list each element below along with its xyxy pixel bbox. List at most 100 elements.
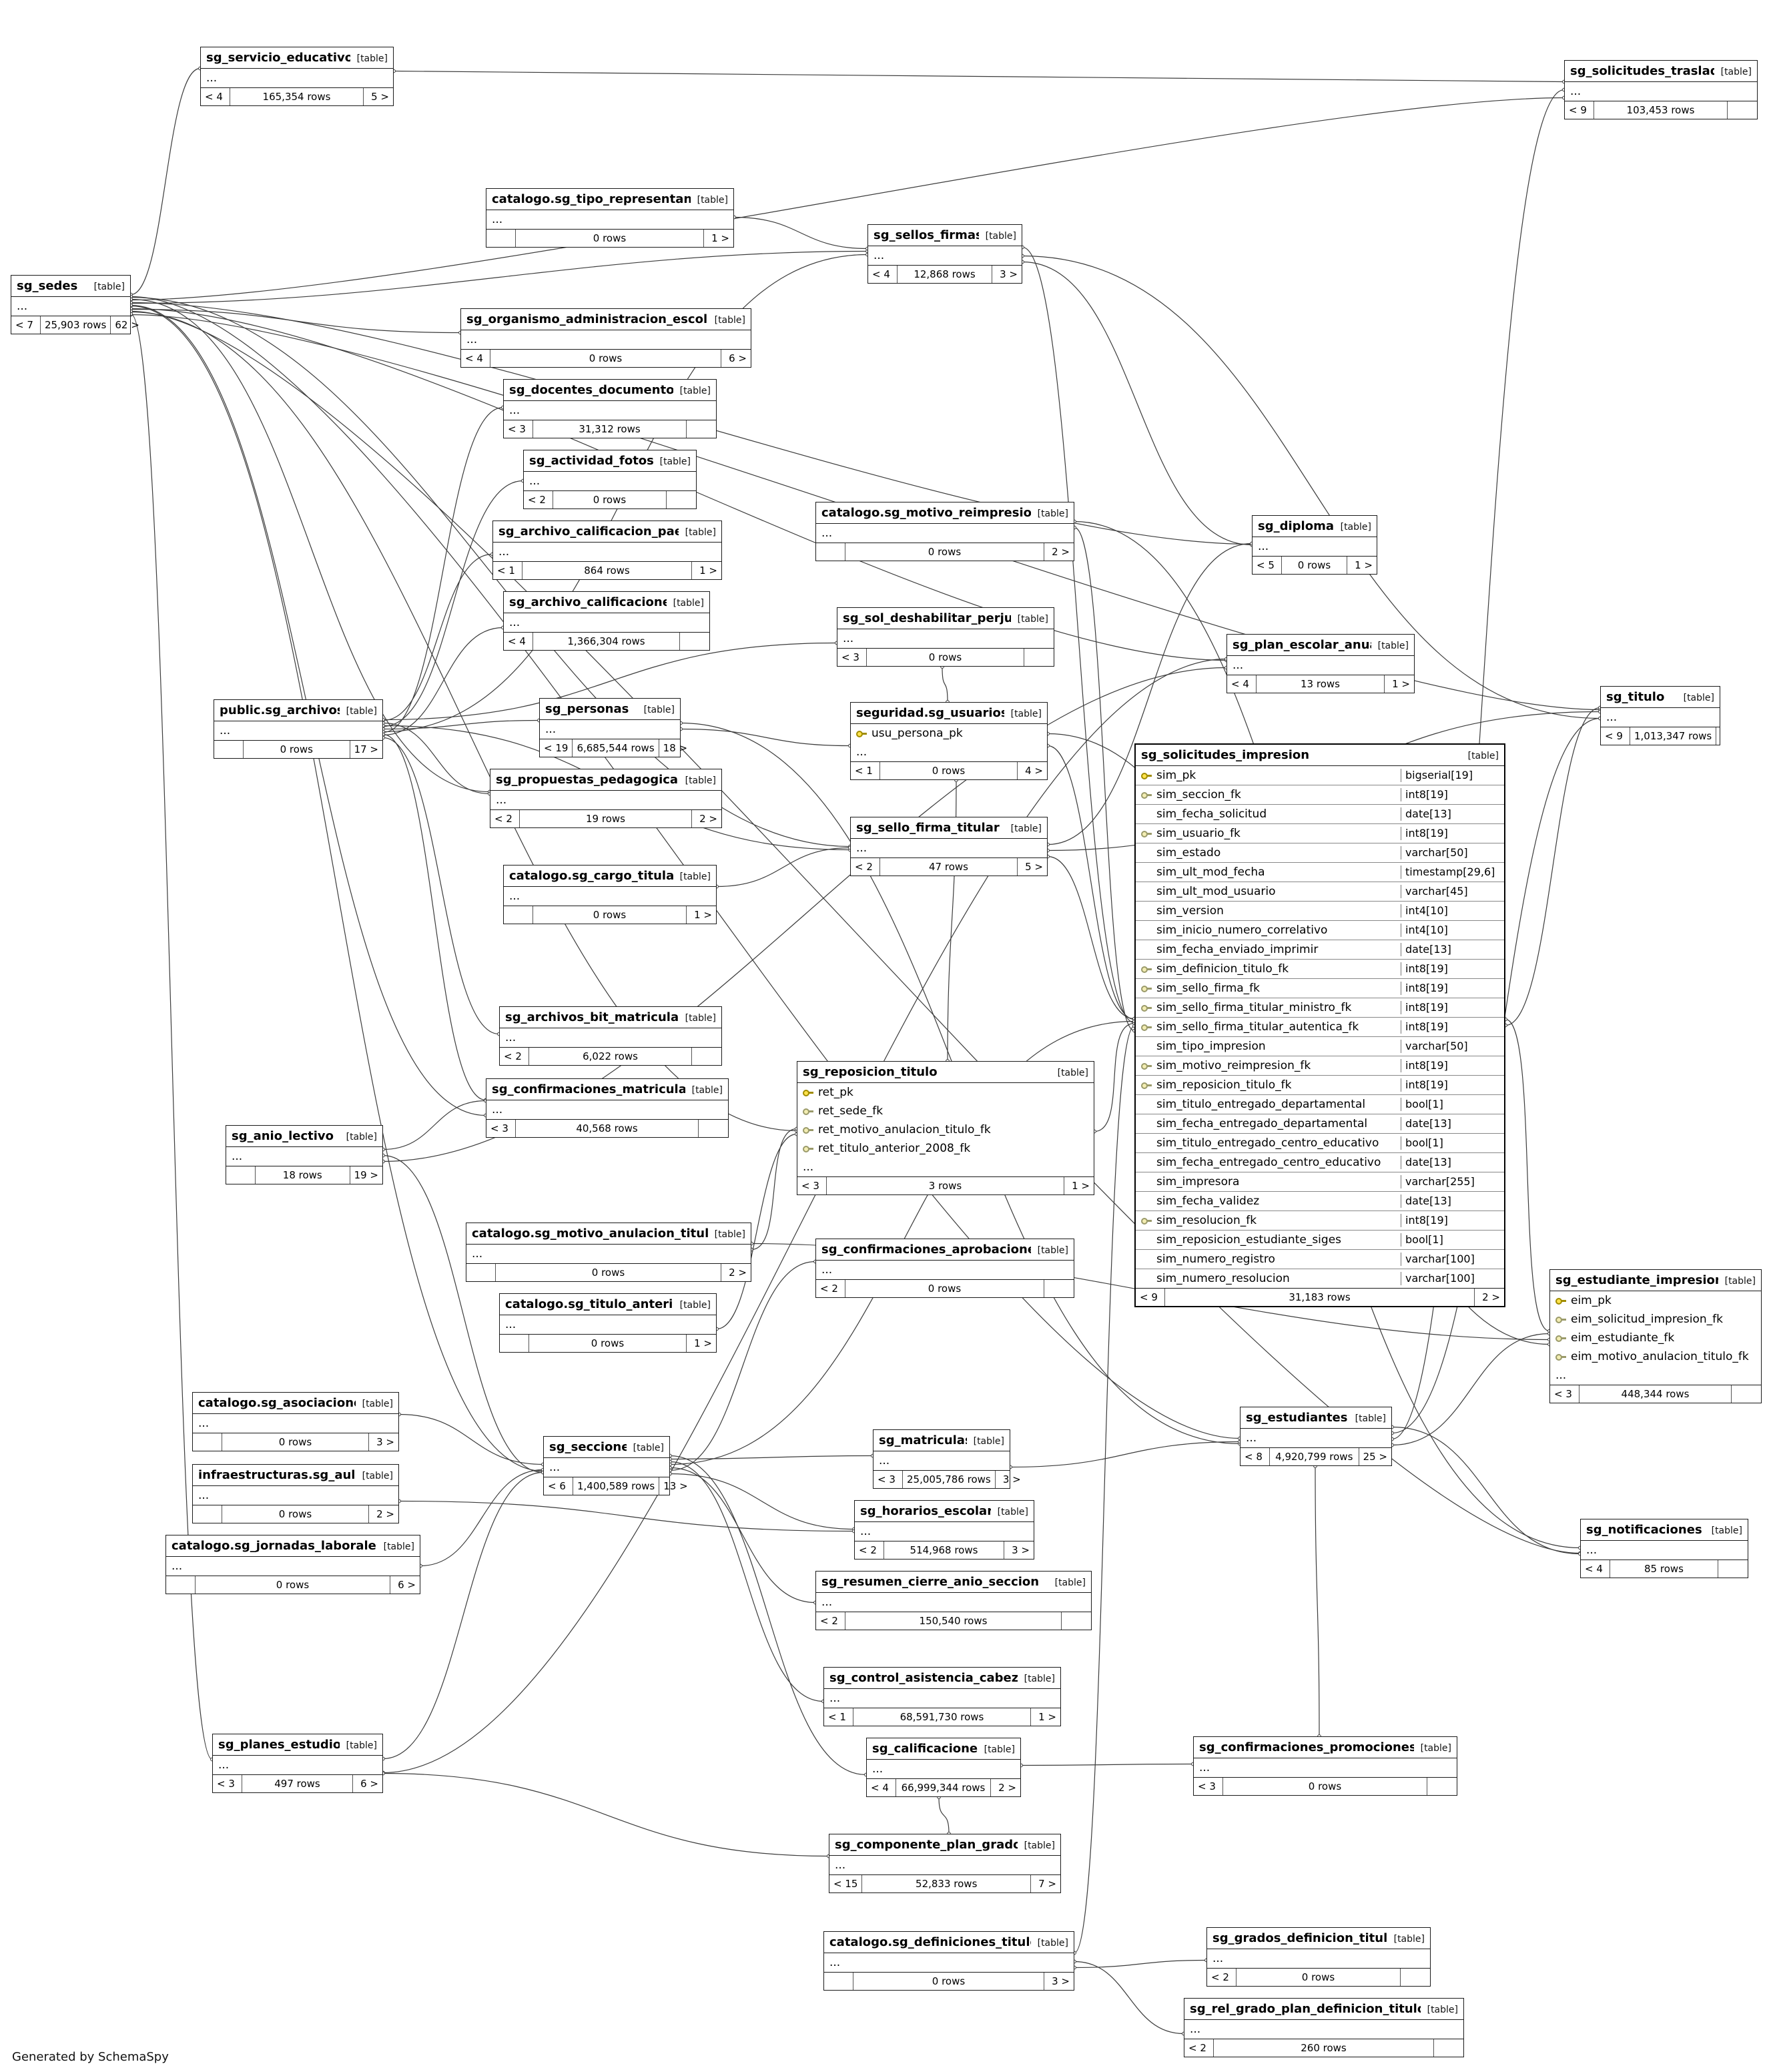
column-name: ... (879, 1453, 890, 1467)
table-header[interactable]: sg_confirmaciones_promociones [table] (1194, 1737, 1457, 1758)
table-calificaciones[interactable]: sg_calificaciones [table] ... < 4 66,999… (866, 1738, 1021, 1797)
table-archivo_calif_paes[interactable]: sg_archivo_calificacion_paes [table] ...… (492, 521, 722, 580)
table-planes_estudio[interactable]: sg_planes_estudio [table] ... < 3 497 ro… (212, 1734, 383, 1793)
table-rel_grado_plan[interactable]: sg_rel_grado_plan_definicion_titulo [tab… (1184, 1998, 1464, 2057)
table-servicio_educativo[interactable]: sg_servicio_educativo [table] ... < 4 16… (200, 47, 394, 106)
footer-parents-count: 1 > (694, 909, 712, 921)
table-header[interactable]: infraestructuras.sg_aulas [table] (193, 1465, 398, 1486)
table-personas[interactable]: sg_personas [table] ... < 19 6,685,544 r… (539, 698, 687, 757)
table-header[interactable]: sg_sello_firma_titular [table] (851, 817, 1047, 839)
table-tipo_representante[interactable]: catalogo.sg_tipo_representante [table] .… (486, 188, 734, 248)
table-header[interactable]: sg_reposicion_titulo [table] (797, 1062, 1094, 1083)
table-header[interactable]: sg_actividad_fotos [table] (524, 450, 696, 472)
table-archivo_calificaciones[interactable]: sg_archivo_calificaciones [table] ... < … (503, 591, 710, 651)
table-header[interactable]: sg_sedes [table] (11, 276, 130, 297)
table-asociaciones[interactable]: catalogo.sg_asociaciones [table] ... 0 r… (192, 1392, 399, 1451)
table-cargo_titular[interactable]: catalogo.sg_cargo_titular [table] ... 0 … (503, 865, 717, 924)
table-header[interactable]: public.sg_archivos [table] (214, 700, 382, 721)
table-titulo[interactable]: sg_titulo [table] ... < 9 1,013,347 rows (1600, 686, 1720, 745)
table-name: sg_personas (545, 702, 629, 716)
table-header[interactable]: sg_confirmaciones_aprobaciones [table] (816, 1239, 1074, 1261)
table-header[interactable]: sg_resumen_cierre_anio_seccion [table] (816, 1572, 1091, 1593)
table-resumen_cierre[interactable]: sg_resumen_cierre_anio_seccion [table] .… (815, 1571, 1092, 1630)
table-sellos_firmas[interactable]: sg_sellos_firmas [table] ... < 4 12,868 … (867, 224, 1022, 284)
table-sello_firma_titular[interactable]: sg_sello_firma_titular [table] ... < 2 4… (850, 817, 1048, 876)
table-header[interactable]: sg_diplomas [table] (1253, 516, 1377, 537)
table-control_asistencia[interactable]: sg_control_asistencia_cabezal [table] ..… (823, 1667, 1061, 1726)
table-titulo_anterior[interactable]: catalogo.sg_titulo_anterior [table] ... … (499, 1293, 717, 1353)
table-header[interactable]: sg_organismo_administracion_escolar [tab… (461, 309, 751, 330)
table-header[interactable]: catalogo.sg_motivo_anulacion_titulo [tab… (466, 1223, 751, 1245)
table-header[interactable]: sg_titulo [table] (1601, 687, 1720, 708)
table-header[interactable]: sg_grados_definicion_titulo [table] (1207, 1928, 1430, 1949)
table-actividad_fotos[interactable]: sg_actividad_fotos [table] ... < 2 0 row… (523, 450, 697, 509)
table-header[interactable]: sg_estudiantes [table] (1241, 1407, 1391, 1429)
table-confirm_promociones[interactable]: sg_confirmaciones_promociones [table] ..… (1193, 1736, 1457, 1796)
table-diplomas[interactable]: sg_diplomas [table] ... < 5 0 rows 1 > (1252, 515, 1377, 575)
table-grados_def[interactable]: sg_grados_definicion_titulo [table] ... … (1206, 1927, 1431, 1987)
table-header[interactable]: catalogo.sg_motivo_reimpresion [table] (816, 502, 1074, 524)
table-header[interactable]: catalogo.sg_asociaciones [table] (193, 1393, 398, 1414)
table-header[interactable]: sg_calificaciones [table] (867, 1738, 1020, 1760)
table-header[interactable]: sg_docentes_documentos [table] (504, 380, 716, 401)
table-header[interactable]: catalogo.sg_titulo_anterior [table] (500, 1294, 716, 1315)
table-plan_escolar_anual[interactable]: sg_plan_escolar_anual [table] ... < 4 13… (1226, 634, 1415, 693)
table-solicitudes_traslado[interactable]: sg_solicitudes_traslado [table] ... < 9 … (1564, 60, 1758, 119)
table-header[interactable]: sg_archivo_calificaciones [table] (504, 592, 709, 613)
table-sol_deshabilitar[interactable]: sg_sol_deshabilitar_perjur [table] ... <… (837, 607, 1054, 667)
table-header[interactable]: sg_matriculas [table] (873, 1430, 1010, 1451)
table-header[interactable]: sg_sellos_firmas [table] (868, 225, 1022, 246)
table-header[interactable]: sg_personas [table] (540, 699, 680, 720)
table-name: sg_notificaciones (1586, 1523, 1702, 1537)
table-matriculas[interactable]: sg_matriculas [table] ... < 3 25,005,786… (873, 1429, 1021, 1489)
table-header[interactable]: catalogo.sg_tipo_representante [table] (486, 189, 733, 210)
table-header[interactable]: catalogo.sg_definiciones_titulo [table] (824, 1932, 1074, 1953)
table-aulas[interactable]: infraestructuras.sg_aulas [table] ... 0 … (192, 1464, 399, 1523)
table-header[interactable]: sg_componente_plan_grado [table] (829, 1834, 1060, 1856)
table-motivo_reimpresion[interactable]: catalogo.sg_motivo_reimpresion [table] .… (815, 502, 1074, 561)
table-header[interactable]: sg_archivos_bit_matriculas [table] (500, 1007, 721, 1028)
table-secciones[interactable]: sg_secciones [table] ... < 6 1,400,589 r… (543, 1436, 688, 1495)
table-confirm_matriculas[interactable]: sg_confirmaciones_matriculas [table] ...… (486, 1078, 729, 1138)
table-header[interactable]: sg_solicitudes_traslado [table] (1565, 61, 1757, 82)
table-header[interactable]: sg_solicitudes_impresion [table] (1136, 745, 1504, 766)
table-header[interactable]: sg_plan_escolar_anual [table] (1227, 635, 1414, 656)
table-header[interactable]: sg_planes_estudio [table] (213, 1734, 382, 1756)
table-definiciones_titulo[interactable]: catalogo.sg_definiciones_titulo [table] … (823, 1931, 1074, 1991)
table-archivos_bit[interactable]: sg_archivos_bit_matriculas [table] ... <… (499, 1006, 722, 1066)
table-archivos[interactable]: public.sg_archivos [table] ... 0 rows 17… (214, 699, 383, 759)
table-header[interactable]: catalogo.sg_jornadas_laborales [table] (166, 1535, 420, 1557)
table-header[interactable]: sg_sol_deshabilitar_perjur [table] (837, 608, 1054, 629)
table-header[interactable]: sg_notificaciones [table] (1581, 1519, 1748, 1541)
table-header[interactable]: seguridad.sg_usuarios [table] (851, 703, 1047, 724)
table-header[interactable]: sg_confirmaciones_matriculas [table] (486, 1079, 728, 1100)
table-sedes[interactable]: sg_sedes [table] ... < 7 25,903 rows 62 … (11, 275, 139, 334)
table-header[interactable]: sg_secciones [table] (544, 1437, 669, 1458)
table-header[interactable]: sg_propuestas_pedagogicas [table] (490, 769, 721, 791)
table-organismo[interactable]: sg_organismo_administracion_escolar [tab… (460, 308, 751, 368)
table-confirm_aprobaciones[interactable]: sg_confirmaciones_aprobaciones [table] .… (815, 1239, 1074, 1298)
table-anio_lectivo[interactable]: sg_anio_lectivo [table] ... 18 rows 19 > (226, 1125, 383, 1184)
table-jornadas[interactable]: catalogo.sg_jornadas_laborales [table] .… (165, 1535, 420, 1594)
table-componente_plan[interactable]: sg_componente_plan_grado [table] ... < 1… (829, 1834, 1061, 1893)
table-usuarios[interactable]: seguridad.sg_usuarios [table] usu_person… (850, 702, 1048, 780)
table-header[interactable]: sg_rel_grado_plan_definicion_titulo [tab… (1184, 1999, 1463, 2020)
table-header[interactable]: catalogo.sg_cargo_titular [table] (504, 866, 716, 887)
table-horarios[interactable]: sg_horarios_escolares [table] ... < 2 51… (854, 1500, 1034, 1560)
table-motivo_anulacion[interactable]: catalogo.sg_motivo_anulacion_titulo [tab… (466, 1223, 751, 1282)
table-header[interactable]: sg_archivo_calificacion_paes [table] (493, 521, 721, 543)
table-tag: [table] (346, 706, 377, 717)
table-footer: < 15 52,833 rows 7 > (829, 1874, 1060, 1892)
table-header[interactable]: sg_estudiante_impresion [table] (1550, 1270, 1761, 1291)
table-estudiantes[interactable]: sg_estudiantes [table] ... < 8 4,920,799… (1240, 1407, 1392, 1466)
table-header[interactable]: sg_horarios_escolares [table] (855, 1501, 1034, 1522)
table-notificaciones[interactable]: sg_notificaciones [table] ... < 4 85 row… (1580, 1519, 1748, 1578)
table-header[interactable]: sg_anio_lectivo [table] (226, 1126, 382, 1147)
table-propuestas[interactable]: sg_propuestas_pedagogicas [table] ... < … (490, 769, 722, 828)
table-header[interactable]: sg_servicio_educativo [table] (201, 47, 393, 69)
table-docentes_documentos[interactable]: sg_docentes_documentos [table] ... < 3 3… (503, 379, 717, 438)
table-header[interactable]: sg_control_asistencia_cabezal [table] (824, 1668, 1060, 1689)
